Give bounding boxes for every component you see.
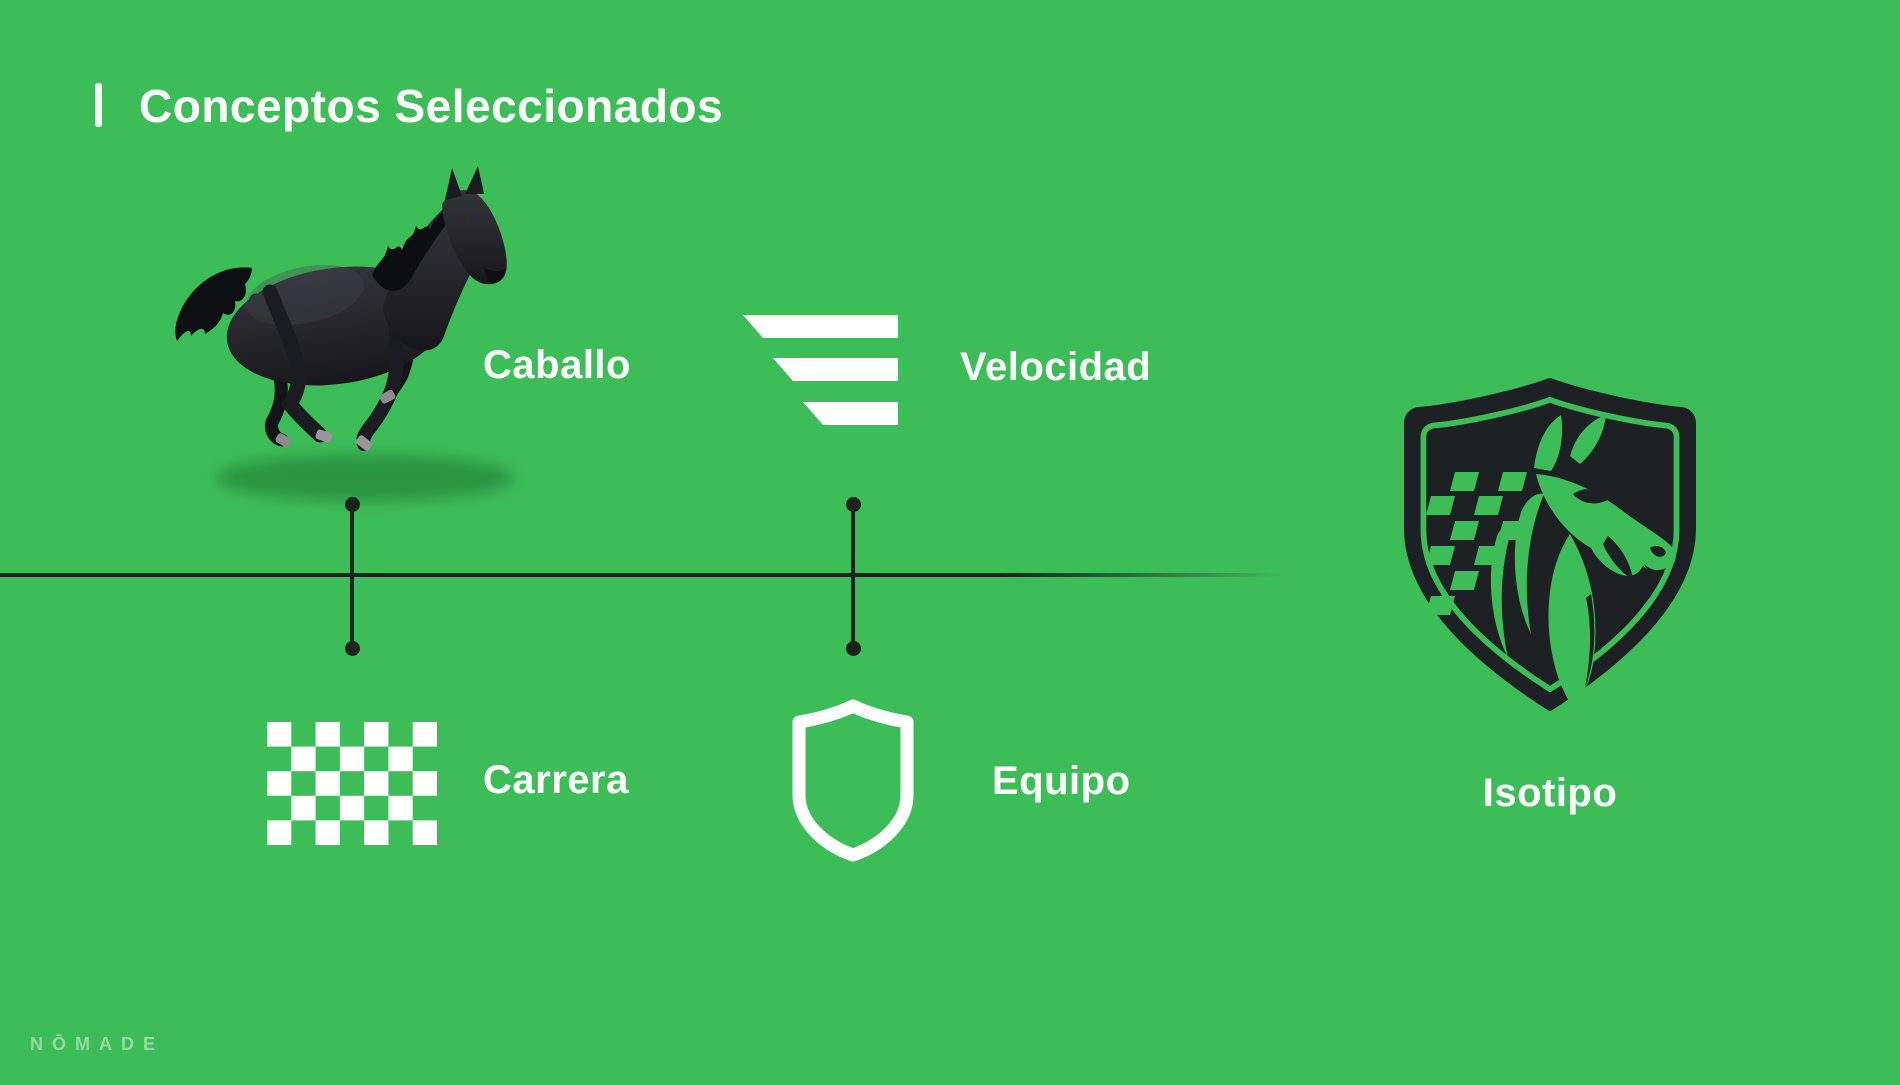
- horse-hoof: [355, 435, 373, 451]
- connector-velocidad-equipo: [845, 497, 861, 656]
- speed-bar: [743, 315, 898, 338]
- checker-squares: [267, 722, 437, 845]
- horse-shield-isotype-logo: [1404, 378, 1696, 711]
- concept-label-carrera: Carrera: [483, 758, 629, 802]
- concept-label-velocidad: Velocidad: [960, 345, 1152, 389]
- logo-inner-ring: [1420, 396, 1680, 693]
- logo-horse-details: [1573, 489, 1666, 688]
- horse-ear: [445, 168, 462, 200]
- concept-label-equipo: Equipo: [992, 759, 1131, 803]
- concept-label-caballo: Caballo: [483, 343, 631, 387]
- speed-bar: [803, 402, 898, 425]
- title-accent-bar: [95, 83, 102, 127]
- horse-ear: [465, 166, 484, 194]
- speed-lines-icon: [743, 315, 898, 425]
- page-title-block: Conceptos Seleccionados: [95, 81, 723, 131]
- checkered-flag-icon: [267, 722, 437, 845]
- horse-tail: [175, 267, 252, 341]
- horse-hoof: [315, 429, 333, 443]
- horse-hoof: [379, 389, 396, 404]
- horse-near-hind-leg: [262, 284, 328, 443]
- horse-mane: [372, 198, 462, 291]
- nomade-watermark: NŌMADE: [30, 1034, 164, 1054]
- horse-eye: [458, 216, 466, 224]
- horse-hoof: [275, 433, 292, 448]
- logo-shield: [1404, 378, 1696, 711]
- page-title: Conceptos Seleccionados: [139, 80, 724, 132]
- speed-bar: [773, 358, 898, 381]
- shield-outline-icon: [792, 699, 914, 862]
- horse-muzzle-shade: [484, 268, 505, 283]
- horse-head: [442, 190, 507, 285]
- horse-shadow: [215, 454, 515, 502]
- result-label-isotipo: Isotipo: [1482, 771, 1618, 815]
- logo-horse-head: [1426, 415, 1676, 706]
- timeline-line: [0, 573, 1285, 577]
- horse-photo: [175, 166, 515, 502]
